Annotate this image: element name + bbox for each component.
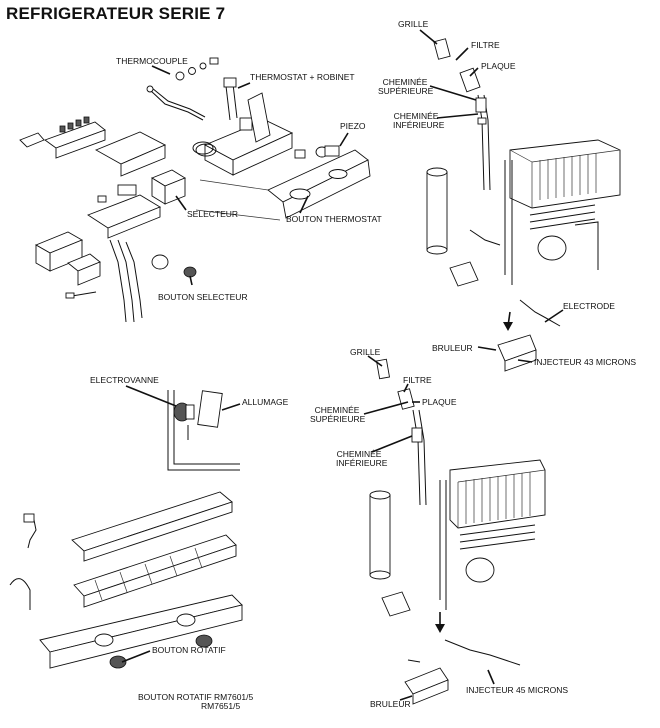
label-bruleur-top: BRULEUR bbox=[432, 343, 473, 353]
label-cheminee-superieure-bottom: CHEMINÉE SUPÉRIEURE bbox=[310, 405, 366, 424]
label-bouton-thermostat: BOUTON THERMOSTAT bbox=[286, 214, 382, 224]
label-line: INFÉRIEURE bbox=[336, 458, 388, 468]
label-plaque-bottom: PLAQUE bbox=[422, 397, 457, 407]
label-injecteur-45: INJECTEUR 45 MICRONS bbox=[466, 685, 569, 695]
label-electrovanne: ELECTROVANNE bbox=[90, 375, 159, 385]
label-line: CHEMINÉE bbox=[314, 405, 360, 415]
label-filtre-top: FILTRE bbox=[471, 40, 500, 50]
label-selecteur: SELECTEUR bbox=[187, 209, 239, 219]
label-line: RM7651/5 bbox=[201, 701, 241, 711]
label-line: INFÉRIEURE bbox=[393, 120, 445, 130]
label-bruleur-bottom: BRULEUR bbox=[370, 699, 411, 709]
label-bouton-rotatif: BOUTON ROTATIF bbox=[152, 645, 226, 655]
label-line: SUPÉRIEURE bbox=[310, 414, 366, 424]
label-plaque-top: PLAQUE bbox=[481, 61, 516, 71]
label-filtre-bottom: FILTRE bbox=[403, 375, 432, 385]
label-cheminee-inferieure-top: CHEMINÉE INFÉRIEURE bbox=[393, 111, 445, 130]
label-allumage: ALLUMAGE bbox=[242, 397, 289, 407]
label-thermocouple: THERMOCOUPLE bbox=[116, 56, 188, 66]
label-injecteur-43: INJECTEUR 43 MICRONS bbox=[534, 357, 637, 367]
label-line: SUPÉRIEURE bbox=[378, 86, 434, 96]
label-line: CHEMINÉE bbox=[382, 77, 428, 87]
rotary-button-assembly bbox=[9, 491, 243, 669]
label-thermostat-robinet: THERMOSTAT + ROBINET bbox=[250, 72, 355, 82]
label-bouton-rotatif-models: BOUTON ROTATIF RM7601/5 RM7651/5 bbox=[138, 693, 253, 711]
page-title: REFRIGERATEUR SERIE 7 bbox=[6, 4, 226, 23]
label-line: CHEMINÉE bbox=[393, 111, 439, 121]
control-panel-assembly bbox=[19, 57, 371, 323]
label-cheminee-superieure-top: CHEMINÉE SUPÉRIEURE bbox=[378, 77, 434, 96]
label-electrode: ELECTRODE bbox=[563, 301, 615, 311]
label-line: CHEMINÉE bbox=[336, 449, 382, 459]
label-grille-bottom: GRILLE bbox=[350, 347, 381, 357]
label-bouton-selecteur: BOUTON SELECTEUR bbox=[158, 292, 248, 302]
absorber-assembly-top bbox=[426, 38, 621, 372]
label-grille-top: GRILLE bbox=[398, 19, 429, 29]
label-line: BOUTON ROTATIF RM7601/5 bbox=[138, 692, 254, 702]
electrovanne-assembly bbox=[167, 390, 240, 471]
label-piezo: PIEZO bbox=[340, 121, 366, 131]
label-cheminee-inferieure-bottom: CHEMINÉE INFÉRIEURE bbox=[336, 449, 388, 468]
absorber-assembly-bottom bbox=[369, 358, 546, 705]
